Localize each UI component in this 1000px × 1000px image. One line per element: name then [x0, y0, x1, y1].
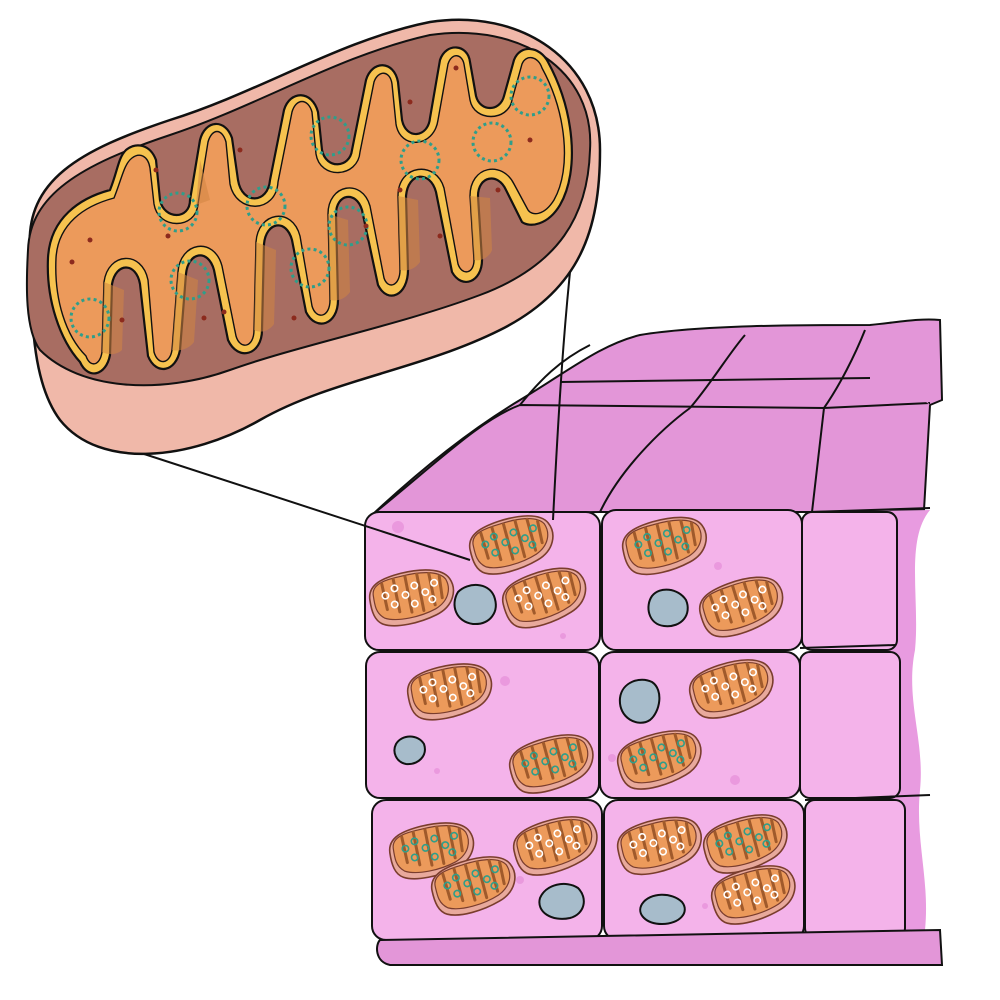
ribosome-icon — [397, 187, 403, 193]
nucleus-icon — [618, 678, 661, 724]
large-mitochondrion-cutaway — [25, 18, 602, 455]
ribosome-icon — [221, 309, 227, 315]
cell-r3c3 — [804, 799, 906, 939]
ribosome-icon — [237, 147, 243, 153]
ribosome-icon — [87, 237, 93, 243]
cell-r2c3 — [799, 651, 901, 799]
nucleus-icon — [393, 735, 426, 766]
ribosome-icon — [201, 315, 207, 321]
ribosome-icon — [119, 317, 125, 323]
basement-membrane — [376, 928, 944, 966]
nucleus-icon — [639, 893, 686, 926]
nucleus-icon — [538, 882, 585, 920]
ribosome-icon — [437, 233, 443, 239]
ribosome-icon — [407, 99, 413, 105]
ribosome-icon — [165, 233, 171, 239]
ribosome-icon — [527, 137, 533, 143]
ribosome-icon — [153, 167, 159, 173]
ribosome-icon — [453, 65, 459, 71]
epithelial-tissue-block — [364, 318, 944, 966]
nucleus-icon — [647, 588, 689, 628]
cell-r1c3 — [801, 511, 898, 651]
ribosome-icon — [291, 315, 297, 321]
ribosome-icon — [495, 187, 501, 193]
ribosome-icon — [363, 223, 369, 229]
matrix — [55, 55, 566, 365]
nucleus-icon — [453, 584, 497, 626]
ribosome-icon — [69, 259, 75, 265]
